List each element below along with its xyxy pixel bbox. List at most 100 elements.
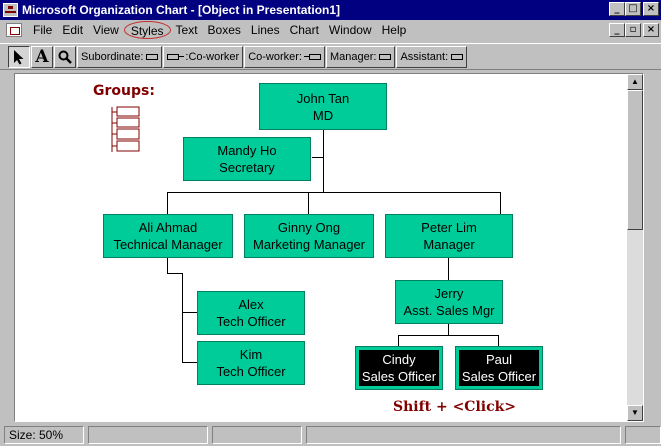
- menu-window[interactable]: Window: [328, 23, 372, 37]
- box-name: Cindy: [382, 352, 416, 367]
- selection-highlight: Paul Sales Officer: [459, 350, 539, 386]
- coworker-right-button[interactable]: Co-worker:: [244, 45, 325, 68]
- org-chart-canvas[interactable]: Groups:: [16, 75, 628, 420]
- connector: [308, 192, 309, 214]
- box-title: Technical Manager: [113, 237, 223, 252]
- connector: [448, 258, 449, 280]
- menu-bar: File Edit View Styles Text Boxes Lines C…: [0, 20, 661, 40]
- connector: [498, 335, 499, 346]
- scroll-down-button[interactable]: ▼: [627, 405, 643, 421]
- coworker-right-label: Co-worker:: [248, 50, 302, 63]
- doc-restore-button[interactable]: ▫: [625, 23, 641, 37]
- vertical-scrollbar[interactable]: ▲ ▼: [627, 74, 643, 421]
- close-button[interactable]: ×: [643, 2, 659, 16]
- org-box-paul-selected[interactable]: Paul Sales Officer: [455, 346, 543, 390]
- connector: [500, 192, 501, 214]
- doc-close-button[interactable]: ×: [643, 23, 659, 37]
- coworker-left-label: Co-worker: [188, 50, 240, 63]
- magnifier-icon: [58, 50, 72, 64]
- box-title: MD: [312, 107, 334, 123]
- connector: [182, 362, 197, 363]
- status-panel: [212, 426, 302, 444]
- connector: [323, 130, 324, 192]
- title-bar: Microsoft Organization Chart - [Object i…: [0, 0, 661, 20]
- box-title: Tech Officer: [216, 364, 286, 379]
- status-panel: [625, 426, 661, 444]
- groups-label: Groups:: [93, 83, 155, 99]
- manager-label: Manager:: [329, 50, 377, 63]
- org-box-cindy-selected[interactable]: Cindy Sales Officer: [355, 346, 443, 390]
- assistant-button[interactable]: Assistant:: [396, 45, 468, 68]
- zoom-tool-button[interactable]: [54, 45, 76, 68]
- menu-chart[interactable]: Chart: [289, 23, 319, 37]
- box-name: Paul: [485, 352, 513, 367]
- org-box-jerry[interactable]: Jerry Asst. Sales Mgr: [395, 280, 503, 324]
- status-panel: [306, 426, 621, 444]
- subordinate-button[interactable]: Subordinate:: [77, 45, 163, 68]
- box-title: Asst. Sales Mgr: [403, 303, 495, 318]
- org-box-ali[interactable]: Ali Ahmad Technical Manager: [103, 214, 233, 258]
- menu-text[interactable]: Text: [175, 23, 198, 37]
- menu-boxes[interactable]: Boxes: [207, 23, 241, 37]
- scroll-thumb[interactable]: [627, 90, 643, 230]
- connector: [398, 335, 498, 336]
- manager-button[interactable]: Manager:: [325, 45, 396, 68]
- window-title: Microsoft Organization Chart - [Object i…: [22, 3, 341, 17]
- groups-bracket-icon: [111, 106, 140, 152]
- arrow-cursor-icon: [14, 49, 24, 64]
- box-name: Kim: [239, 347, 263, 362]
- box-name: Mandy Ho: [217, 143, 277, 158]
- doc-minimize-button[interactable]: _: [609, 23, 625, 37]
- connector: [167, 192, 168, 214]
- org-box-ginny[interactable]: Ginny Ong Marketing Manager: [244, 214, 374, 258]
- minimize-button[interactable]: _: [609, 2, 625, 16]
- org-box-john[interactable]: John Tan MD: [259, 83, 387, 130]
- status-panel: [88, 426, 208, 444]
- org-box-mandy[interactable]: Mandy Ho Secretary: [183, 137, 311, 181]
- menu-edit[interactable]: Edit: [62, 23, 84, 37]
- assistant-label: Assistant:: [400, 50, 449, 63]
- coworker-left-button[interactable]: : Co-worker: [163, 45, 244, 68]
- connector: [167, 192, 500, 193]
- maximize-button[interactable]: □: [625, 2, 641, 16]
- document-icon[interactable]: [6, 23, 22, 37]
- connector: [182, 312, 197, 313]
- menu-styles[interactable]: Styles: [123, 21, 171, 39]
- menu-file[interactable]: File: [33, 23, 53, 37]
- subordinate-box-icon: [146, 53, 159, 60]
- text-tool-button[interactable]: A: [31, 45, 53, 68]
- shift-click-hint: Shift + <Click>: [393, 399, 517, 415]
- box-name: Peter Lim: [421, 220, 477, 235]
- org-box-alex[interactable]: Alex Tech Officer: [197, 291, 305, 335]
- box-title: Tech Officer: [216, 314, 286, 329]
- selection-highlight: Cindy Sales Officer: [359, 350, 439, 386]
- box-title: Sales Officer: [461, 369, 537, 384]
- subordinate-label: Subordinate:: [81, 50, 144, 63]
- org-chart-app-icon[interactable]: [3, 3, 18, 17]
- box-title: Sales Officer: [361, 369, 437, 384]
- connector: [167, 258, 168, 274]
- status-bar: Size: 50%: [0, 424, 661, 446]
- menu-lines[interactable]: Lines: [250, 23, 280, 37]
- coworker-right-box-icon: [308, 53, 321, 60]
- select-tool-button[interactable]: [8, 45, 30, 68]
- box-name: Alex: [238, 297, 264, 312]
- manager-box-icon: [379, 53, 392, 60]
- coworker-left-box-icon: [167, 53, 180, 60]
- box-name: Jerry: [434, 286, 464, 301]
- org-box-kim[interactable]: Kim Tech Officer: [197, 341, 305, 385]
- menu-help[interactable]: Help: [381, 23, 407, 37]
- box-title: Marketing Manager: [253, 237, 365, 252]
- box-name: Ali Ahmad: [138, 220, 198, 235]
- connector: [167, 273, 183, 274]
- box-name: Ginny Ong: [277, 220, 341, 235]
- chart-canvas-frame: Groups:: [14, 73, 644, 422]
- toolbar: A Subordinate: : Co-worker Co-worker: Ma…: [0, 43, 661, 70]
- scroll-up-button[interactable]: ▲: [627, 74, 643, 90]
- menu-view[interactable]: View: [93, 23, 119, 37]
- zoom-size-status: Size: 50%: [4, 426, 84, 444]
- org-box-peter[interactable]: Peter Lim Manager: [385, 214, 513, 258]
- connector: [312, 157, 324, 158]
- box-name: John Tan: [296, 90, 350, 106]
- box-title: Secretary: [219, 160, 275, 175]
